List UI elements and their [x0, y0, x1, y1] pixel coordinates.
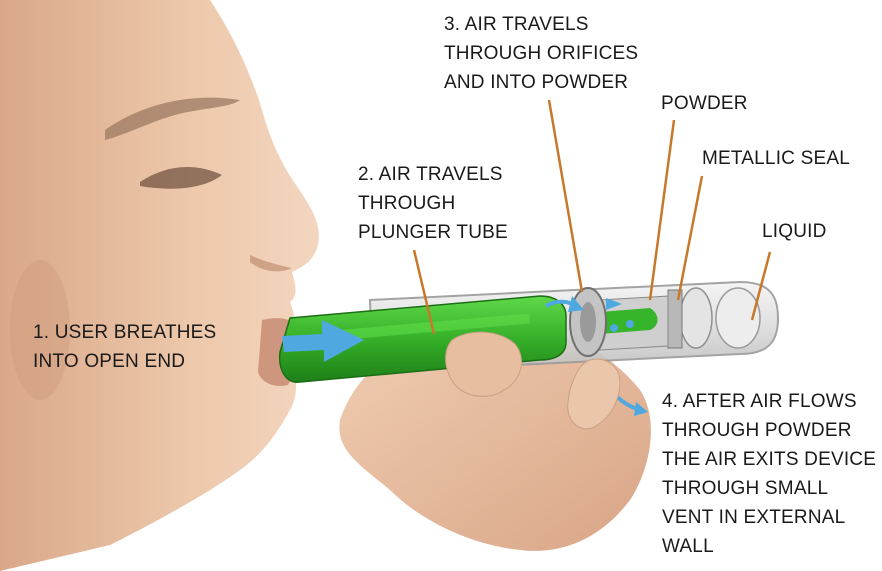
label-step4-line6: WALL [662, 536, 714, 557]
eye [140, 166, 222, 189]
label-step3: 3. AIR TRAVELS THROUGH ORIFICES AND INTO… [444, 10, 638, 97]
metallic-seal [667, 289, 683, 349]
label-step4-line3: THE AIR EXITS DEVICE [662, 449, 877, 470]
leader-plunger [412, 249, 436, 335]
label-step2-line1: 2. AIR TRAVELS [358, 164, 503, 185]
label-step3-line3: AND INTO POWDER [444, 72, 629, 93]
label-step2: 2. AIR TRAVELS THROUGH PLUNGER TUBE [358, 160, 508, 247]
label-step4: 4. AFTER AIR FLOWS THROUGH POWDER THE AI… [662, 387, 876, 561]
label-step2-line2: THROUGH [358, 193, 456, 214]
label-powder-text: POWDER [661, 93, 748, 114]
label-seal: METALLIC SEAL [702, 144, 850, 173]
label-liquid: LIQUID [762, 217, 827, 246]
label-step4-line2: THROUGH POWDER [662, 420, 852, 441]
face-profile [0, 0, 319, 571]
leader-seal [676, 175, 704, 301]
label-step4-line1: 4. AFTER AIR FLOWS [662, 391, 857, 412]
label-step1-line1: 1. USER BREATHES [33, 322, 217, 343]
label-seal-text: METALLIC SEAL [702, 148, 850, 169]
leader-lines [412, 99, 772, 335]
label-step4-line5: VENT IN EXTERNAL [662, 507, 846, 528]
eyebrow [105, 97, 240, 140]
liquid-capsule [715, 287, 761, 349]
finger [567, 358, 621, 430]
label-step4-line4: THROUGH SMALL [662, 478, 829, 499]
air-arrow-powder [606, 298, 622, 310]
leader-liquid [750, 251, 772, 321]
leader-powder [648, 119, 676, 301]
nostril [250, 255, 292, 272]
label-step1-line2: INTO OPEN END [33, 351, 186, 372]
label-powder: POWDER [661, 89, 748, 118]
air-arrow-in [282, 320, 364, 362]
label-step3-line2: THROUGH ORIFICES [444, 43, 639, 64]
leader-orifices [547, 99, 584, 293]
label-liquid-text: LIQUID [762, 221, 827, 242]
label-step3-line1: 3. AIR TRAVELS [444, 14, 589, 35]
thumb [445, 331, 522, 397]
label-step1: 1. USER BREATHES INTO OPEN END [33, 318, 216, 376]
label-step2-line3: PLUNGER TUBE [358, 222, 508, 243]
